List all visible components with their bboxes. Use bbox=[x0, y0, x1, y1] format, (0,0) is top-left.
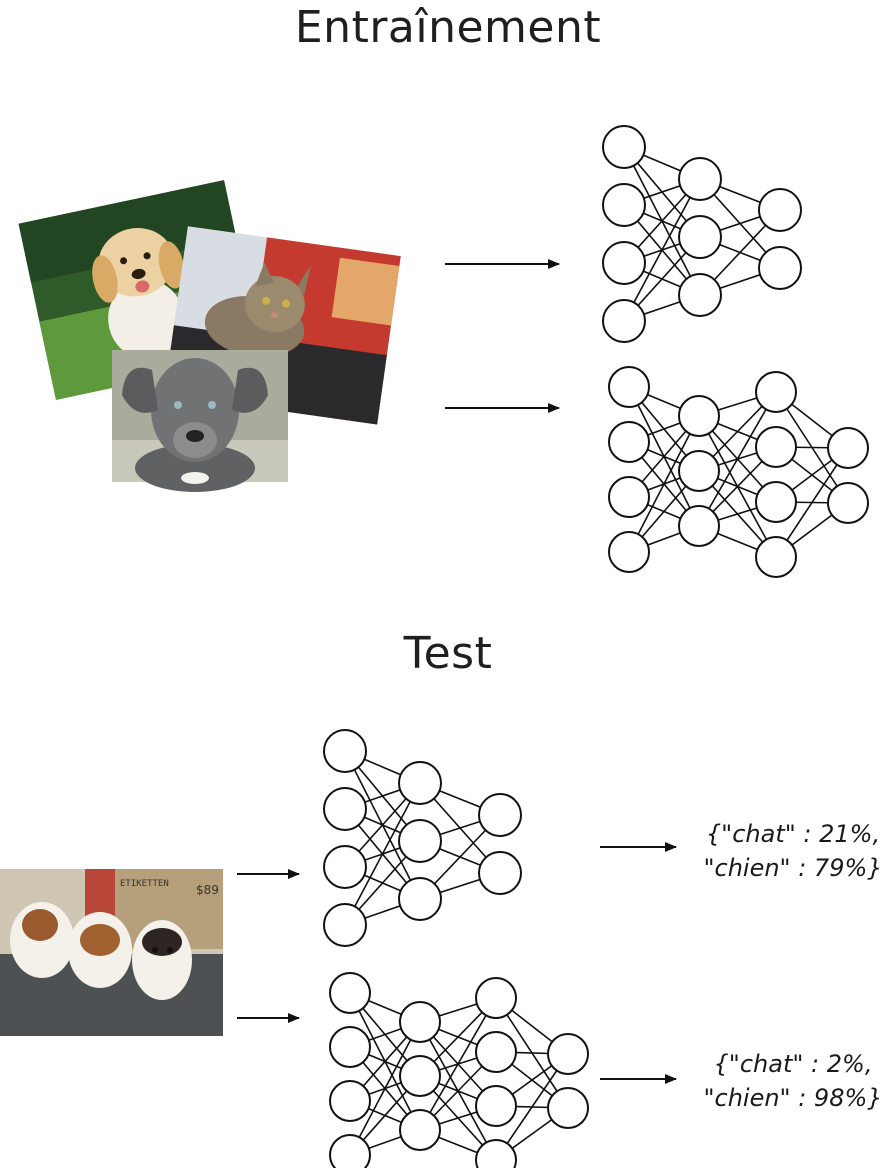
network-node bbox=[758, 246, 802, 290]
network-node bbox=[608, 476, 650, 518]
network-node bbox=[547, 1033, 589, 1075]
network-node bbox=[399, 1001, 441, 1043]
network-node bbox=[323, 787, 367, 831]
network-connection bbox=[698, 391, 777, 527]
network-node bbox=[323, 729, 367, 773]
network-connection bbox=[628, 415, 700, 553]
network-node bbox=[602, 125, 646, 169]
prediction-line-chien: "chien" : 79%} bbox=[703, 854, 883, 882]
network-node bbox=[399, 1109, 441, 1151]
network-node bbox=[478, 793, 522, 837]
neural-network-train-large bbox=[608, 366, 869, 578]
neural-network-test-small bbox=[323, 729, 522, 947]
network-connection bbox=[419, 997, 497, 1131]
box-price-text: $89 bbox=[196, 883, 219, 897]
network-node bbox=[755, 536, 797, 578]
network-node bbox=[547, 1087, 589, 1129]
network-connection bbox=[495, 1053, 569, 1161]
photo-golden-puppy bbox=[18, 180, 262, 400]
prediction-result-1: {"chat" : 21%, "chien" : 79%} bbox=[693, 817, 893, 885]
network-node bbox=[399, 1055, 441, 1097]
network-node bbox=[329, 1134, 371, 1168]
network-node bbox=[398, 761, 442, 805]
network-node bbox=[755, 481, 797, 523]
network-node bbox=[602, 183, 646, 227]
prediction-line-chien: "chien" : 98%} bbox=[703, 1084, 883, 1112]
network-node bbox=[329, 1026, 371, 1068]
neural-network-test-large bbox=[329, 972, 589, 1168]
network-node bbox=[478, 851, 522, 895]
prediction-line-chat: {"chat" : 21%, bbox=[705, 820, 881, 848]
network-connection bbox=[344, 782, 421, 926]
network-connection bbox=[775, 447, 849, 558]
network-node bbox=[608, 421, 650, 463]
network-node bbox=[398, 819, 442, 863]
network-node bbox=[678, 273, 722, 317]
photo-grey-puppy bbox=[112, 350, 288, 492]
network-node bbox=[827, 427, 869, 469]
network-node bbox=[827, 482, 869, 524]
network-node bbox=[475, 1085, 517, 1127]
network-node bbox=[398, 877, 442, 921]
photo-saint-bernard-puppies: ETIKETTEN $89 bbox=[0, 869, 223, 1036]
network-node bbox=[678, 450, 720, 492]
network-node bbox=[475, 977, 517, 1019]
network-connection bbox=[349, 1021, 421, 1156]
network-node bbox=[602, 241, 646, 285]
box-label-text: ETIKETTEN bbox=[120, 879, 169, 889]
network-connection bbox=[623, 178, 701, 322]
network-node bbox=[608, 531, 650, 573]
network-node bbox=[755, 426, 797, 468]
test-title: Test bbox=[403, 628, 493, 679]
network-node bbox=[678, 505, 720, 547]
training-title: Entraînement bbox=[294, 2, 602, 53]
network-node bbox=[475, 1139, 517, 1168]
network-node bbox=[602, 299, 646, 343]
network-node bbox=[323, 903, 367, 947]
network-node bbox=[323, 845, 367, 889]
neural-network-train-small bbox=[602, 125, 802, 343]
network-node bbox=[475, 1031, 517, 1073]
network-node bbox=[329, 972, 371, 1014]
network-node bbox=[678, 157, 722, 201]
network-node bbox=[678, 215, 722, 259]
network-node bbox=[758, 188, 802, 232]
network-node bbox=[329, 1080, 371, 1122]
prediction-line-chat: {"chat" : 2%, bbox=[713, 1050, 873, 1078]
network-node bbox=[755, 371, 797, 413]
network-node bbox=[608, 366, 650, 408]
network-node bbox=[678, 395, 720, 437]
prediction-result-2: {"chat" : 2%, "chien" : 98%} bbox=[693, 1047, 893, 1115]
